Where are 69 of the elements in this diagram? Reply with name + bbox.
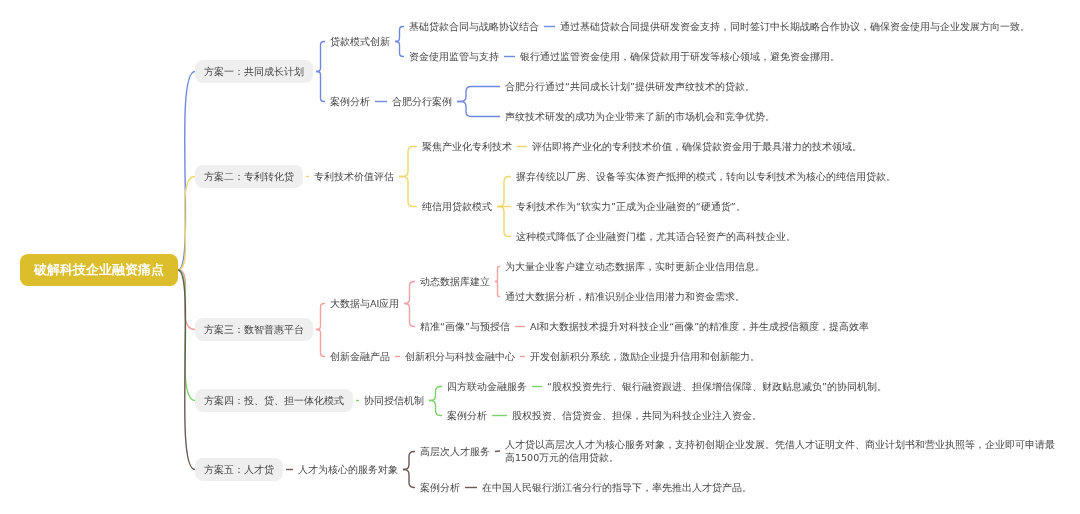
topic-text: 创新金融产品 [328,348,392,364]
central-topic: 破解科技企业融资痛点 [20,254,178,286]
connector-line [315,70,326,103]
topic-text: 评估即将产业化的专利技术价值，确保贷款资金用于最具潜力的技术领域。 [530,138,864,154]
topic-text: 合肥分行通过“共同成长计划”提供研发声纹技术的贷款。 [503,78,757,94]
connector-line [494,265,501,283]
topic-text: 合肥分行案例 [390,93,454,109]
topic-text: 人才为核心的服务对象 [296,461,400,477]
connector-line [355,399,360,402]
connector-line [285,468,294,471]
topic-text: 通过基础贷款合同提供研发资金支持，同时签订中长期战略合作协议，确保资金使用与企业发展方向一致。 [558,18,1032,34]
connector-line [394,25,405,43]
connector-line [531,385,543,388]
topic-text: 动态数据库建立 [418,273,492,289]
branch-topic: 方案四：投、贷、担一体化模式 [195,388,353,412]
connector-line [394,355,401,358]
topic-text: 精准“画像”与预授信 [418,318,512,334]
topic-text: 在中国人民银行浙江省分行的指导下，率先推出人才贷产品。 [480,479,754,495]
connector-line [519,355,526,358]
connector-line [494,450,501,453]
connector-line [464,486,478,489]
topic-text: 开发创新积分系统，激励企业提升信用和创新能力。 [528,348,762,364]
topic-text: 通过大数据分析，精准识别企业信用潜力和资金需求。 [503,288,747,304]
topic-text: 四方联动金融服务 [445,378,529,394]
connector-line [177,175,196,271]
topic-text: 基础贷款合同与战略协议结合 [407,18,541,34]
branch-topic: 方案三：数智普惠平台 [195,317,313,341]
connector-line [315,302,326,331]
topic-text: “股权投资先行、银行融资跟进、担保增信保障、财政贴息减负”的协同机制。 [545,378,889,394]
topic-text: 高层次人才服务 [418,443,492,459]
topic-text: 创新积分与科技金融中心 [403,348,517,364]
topic-text: 银行通过监管资金使用，确保贷款用于研发等核心领域，避免资金挪用。 [518,48,842,64]
connector-line [315,328,326,358]
topic-text: 这种模式降低了企业融资门槛，尤其适合轻资产的高科技企业。 [514,228,798,244]
topic-text: 股权投资、信贷资金、担保，共同为科技企业注入资金。 [510,407,764,423]
connector-line [514,325,526,328]
topic-text: 摒弃传统以厂房、设备等实体资产抵押的模式，转向以专利技术为核心的纯信用贷款。 [514,168,898,184]
topic-text: 聚焦产业化专利技术 [420,138,514,154]
connector-line [503,55,516,58]
branch-topic: 方案五：人才贷 [195,457,283,481]
topic-text: 案例分析 [328,93,372,109]
topic-text: 为大量企业客户建立动态数据库，实时更新企业信用信息。 [503,258,767,274]
topic-text: 专利技术作为“软实力”正成为企业融资的“硬通货”。 [514,198,748,214]
topic-text: 纯信用贷款模式 [420,198,494,214]
branch-topic: 方案二：专利转化贷 [195,164,303,188]
topic-text: 声纹技术研发的成功为企业带来了新的市场机会和竞争优势。 [503,108,777,124]
connector-line [428,399,443,417]
topic-text: 资金使用监管与支持 [407,48,501,64]
connector-line [374,100,388,103]
topic-text: 案例分析 [418,479,462,495]
connector-line [403,302,416,328]
connector-line [315,40,326,73]
branch-topic: 方案一：共同成长计划 [195,59,313,83]
connector-line [402,468,416,489]
connector-line [543,25,556,28]
topic-text: AI和大数据技术提升对科技企业“画像”的精准度，并生成授信额度，提高效率 [528,318,872,334]
connector-line [516,145,528,148]
topic-text: 贷款模式创新 [328,33,392,49]
topic-text: 人才贷以高层次人才为核心服务对象，支持初创期企业发展。凭借人才证明文件、商业计划书和营业执照等，企业即可申请最高1500万元的信用贷款。 [503,437,1062,465]
connector-line [305,175,310,178]
topic-text: 专利技术价值评估 [312,168,396,184]
connector-line [177,269,196,471]
topic-text: 协同授信机制 [362,392,426,408]
connector-line [494,280,501,298]
connector-line [491,414,508,417]
topic-text: 大数据与AI应用 [328,295,402,311]
connector-line [456,100,501,118]
topic-text: 案例分析 [445,407,489,423]
connector-line [394,40,405,58]
